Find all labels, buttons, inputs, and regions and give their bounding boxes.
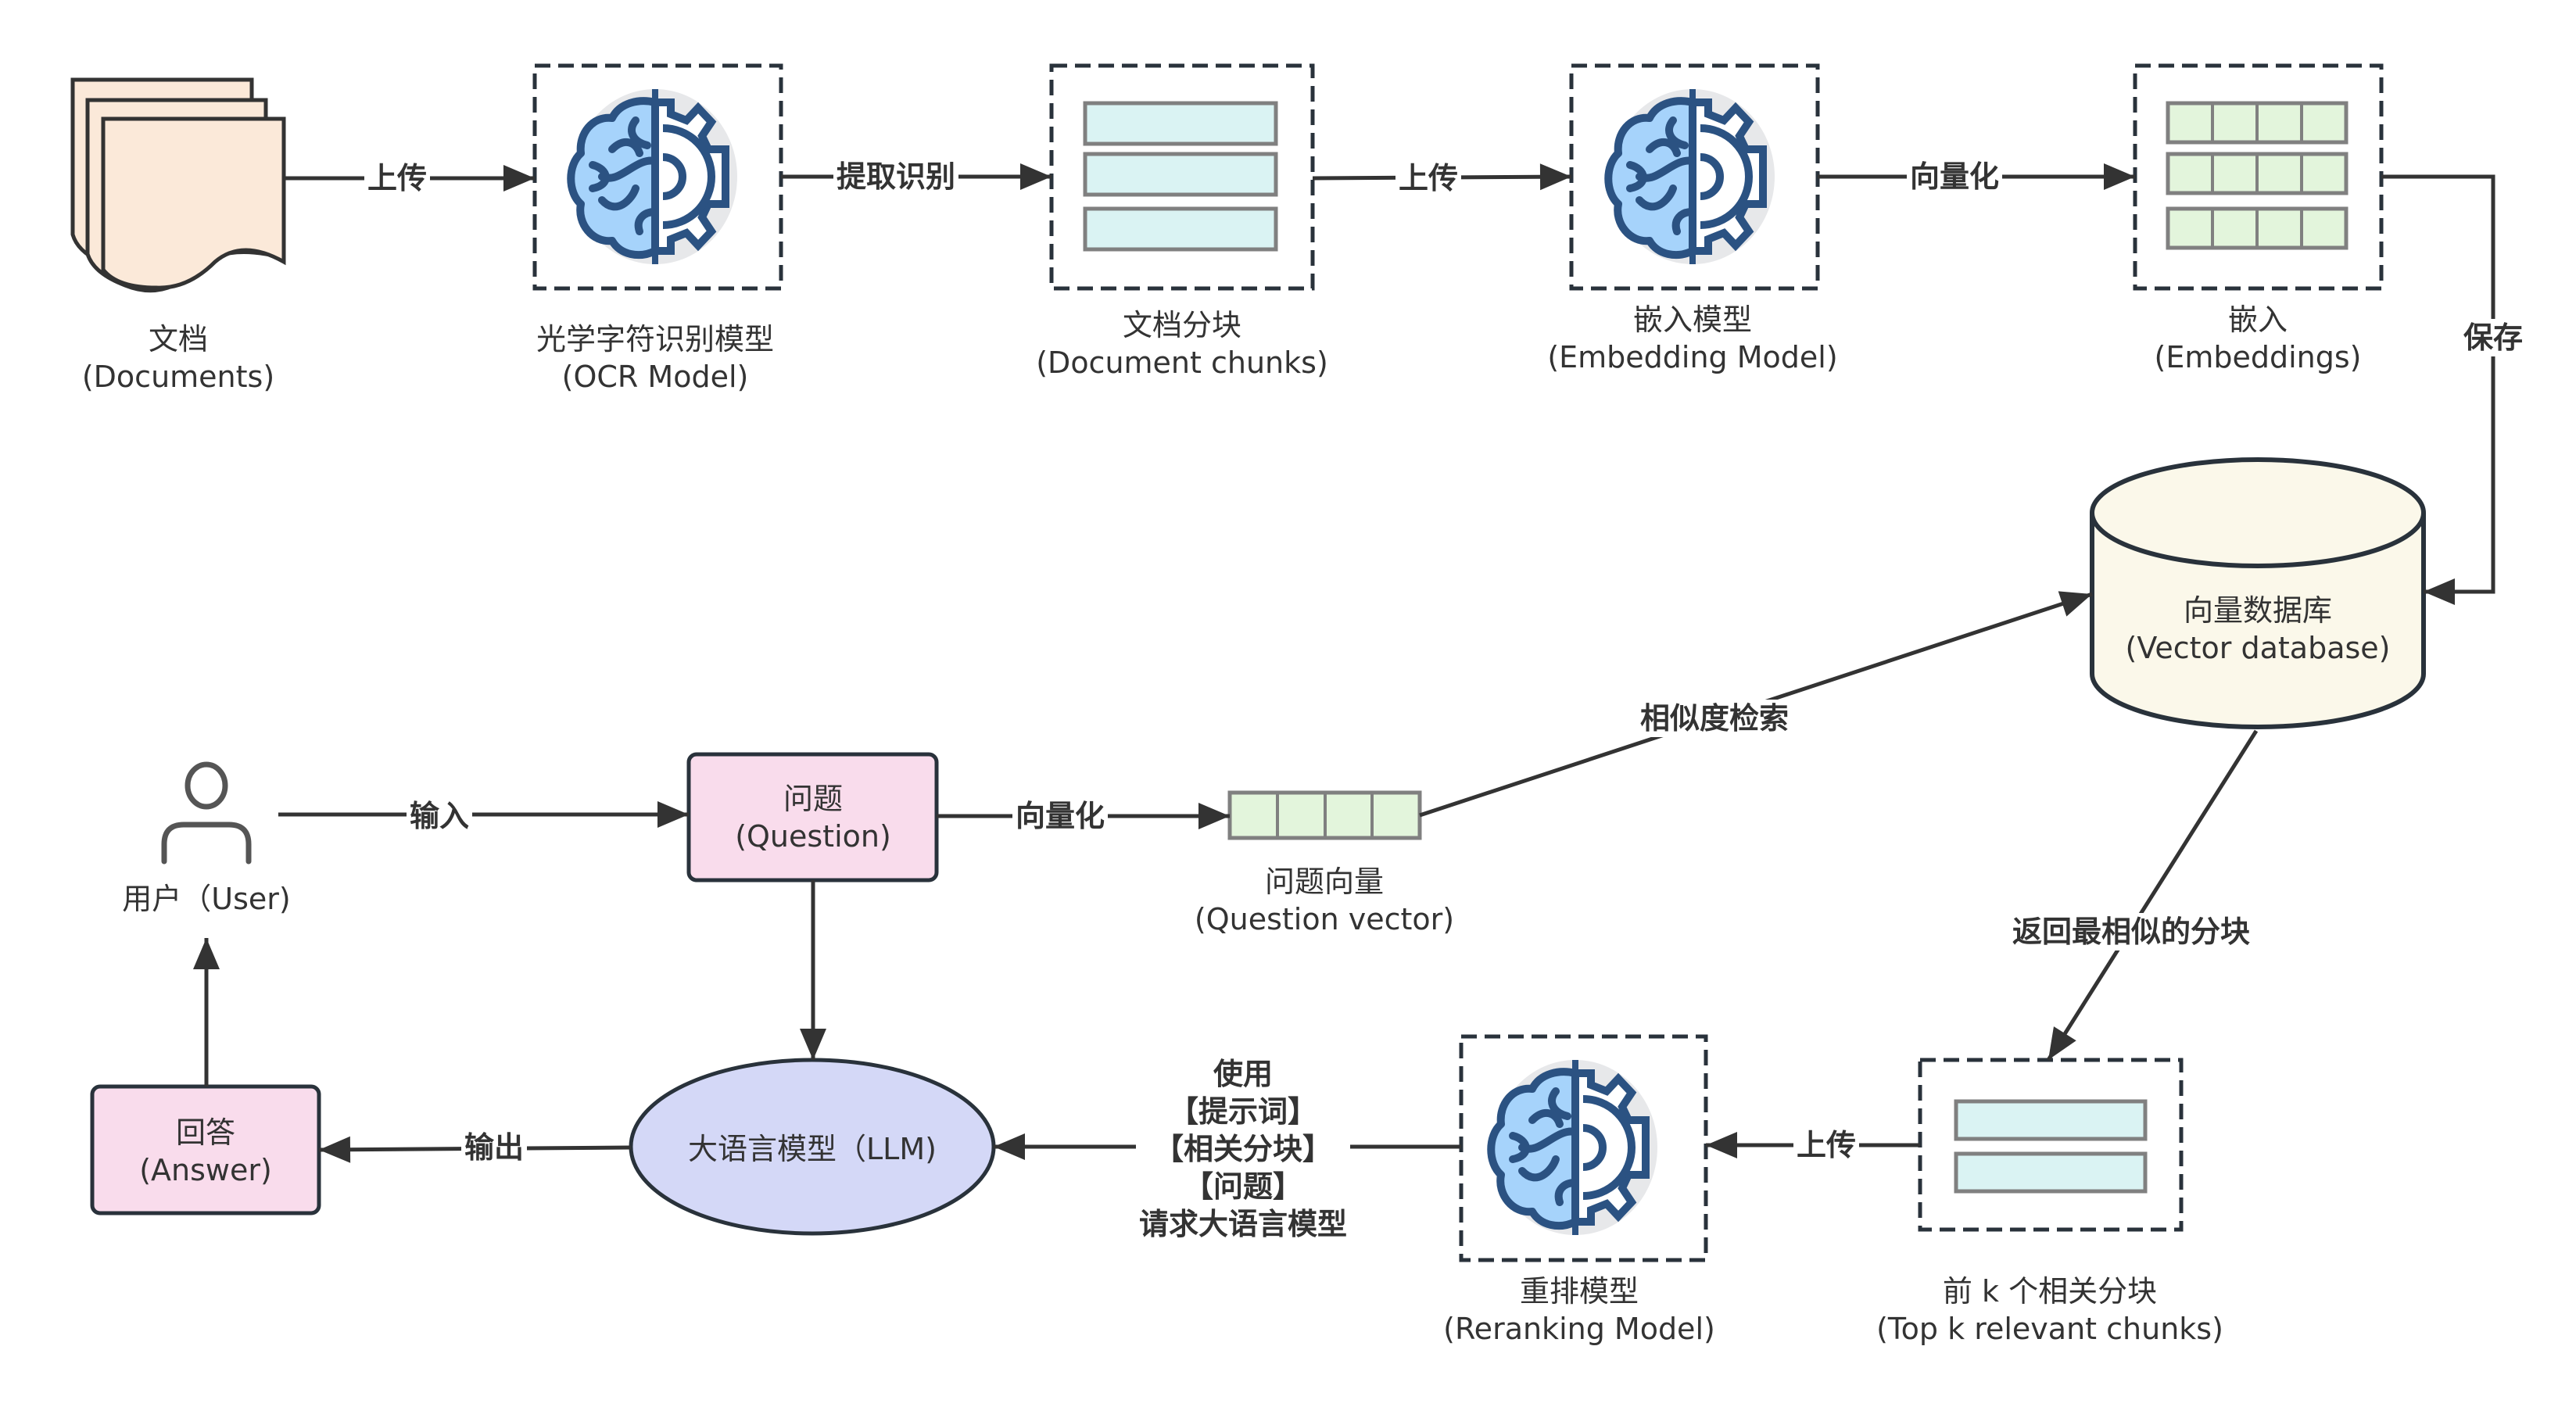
llm-label: 大语言模型（LLM) <box>688 1132 937 1166</box>
top-k-chunks-label: 前 k 个相关分块 (Top k relevant chunks) <box>1876 1273 2223 1348</box>
edge-chunks-to-embedding-arrowhead <box>1539 163 1571 191</box>
answer-label-en: (Answer) <box>139 1153 272 1187</box>
question-vector-label-zh: 问题向量 <box>1264 865 1385 899</box>
vector-database-cylinder[interactable] <box>2090 457 2426 729</box>
documents-label-en: (Documents) <box>81 360 275 394</box>
vector-database-label-zh: 向量数据库 <box>2183 593 2332 628</box>
question-label: 问题 (Question) <box>735 780 891 855</box>
top-k-chunks-label-en: (Top k relevant chunks) <box>1876 1312 2223 1346</box>
edge-embedding-to-embeddings-arrowhead <box>2104 163 2135 190</box>
reranking-model-label-zh: 重排模型 <box>1519 1274 1639 1309</box>
edge-question-to-llm-arrowhead <box>800 1029 826 1060</box>
edge-label-db-to-topk: 返回最相似的分块 <box>2008 913 2254 951</box>
edge-vector-to-db-arrowhead <box>2058 591 2092 617</box>
top-k-chunks-label-zh: 前 k 个相关分块 <box>1942 1274 2158 1309</box>
document-chunks-label-en: (Document chunks) <box>1036 345 1328 380</box>
embeddings-label-zh: 嵌入 <box>2227 303 2288 337</box>
edge-rerank-to-llm-arrowhead <box>994 1133 1025 1160</box>
question-label-en: (Question) <box>735 819 891 854</box>
answer-label: 回答 (Answer) <box>139 1114 272 1189</box>
edge-label-ocr-to-chunks: 提取识别 <box>833 158 959 195</box>
document-chunks-label: 文档分块 (Document chunks) <box>1036 306 1328 381</box>
ocr-model-label: 光学字符识别模型 (OCR Model) <box>536 320 774 396</box>
edge-label-chunks-to-embedding: 上传 <box>1395 159 1462 197</box>
edge-llm-to-answer-arrowhead <box>319 1136 351 1163</box>
edge-user-to-question-arrowhead <box>657 801 689 828</box>
edge-label-docs-to-ocr: 上传 <box>364 159 431 197</box>
chunk-bar <box>1083 206 1278 252</box>
prompt-line-1: 使用 <box>1213 1057 1274 1091</box>
edge-docs-to-ocr-arrowhead <box>503 165 535 192</box>
embeddings-label: 嵌入 (Embeddings) <box>2155 301 2362 376</box>
edge-label-question-to-vector: 向量化 <box>1012 797 1109 835</box>
ocr-model-label-en: (OCR Model) <box>561 360 749 394</box>
chunk-bar <box>1954 1099 2148 1141</box>
documents-label-zh: 文档 <box>148 322 209 356</box>
edge-topk-to-rerank-arrowhead <box>1706 1132 1737 1158</box>
embedding-brain-gear-icon <box>1608 89 1775 264</box>
reranking-model-label: 重排模型 (Reranking Model) <box>1443 1273 1715 1348</box>
embedding-model-label-en: (Embedding Model) <box>1547 340 1838 374</box>
embedding-model-label: 嵌入模型 (Embedding Model) <box>1547 301 1837 376</box>
edge-label-embedding-to-embeddings: 向量化 <box>1906 158 2003 195</box>
edge-embeddings-to-db-arrowhead <box>2424 578 2455 605</box>
embeddings-label-en: (Embeddings) <box>2154 340 2362 374</box>
chunk-bar <box>1083 152 1278 197</box>
vector-database-label: 向量数据库 (Vector database) <box>2126 592 2391 667</box>
chunk-bar <box>1954 1151 2148 1194</box>
edge-embeddings-to-db <box>2381 174 2495 594</box>
edge-label-llm-to-answer: 输出 <box>460 1129 528 1166</box>
documents-icon <box>70 77 286 293</box>
reranking-model-label-en: (Reranking Model) <box>1443 1312 1715 1346</box>
answer-label-zh: 回答 <box>175 1115 236 1150</box>
embedding-vectors <box>2166 101 2348 250</box>
edge-label-embeddings-to-db: 保存 <box>2460 319 2527 356</box>
embedding-model-label-zh: 嵌入模型 <box>1632 303 1753 337</box>
edge-db-to-topk <box>2046 729 2259 1062</box>
ocr-model-label-zh: 光学字符识别模型 <box>536 322 775 356</box>
edge-ocr-to-chunks-arrowhead <box>1020 163 1052 190</box>
chunk-bar <box>1083 101 1278 146</box>
documents-label: 文档 (Documents) <box>82 320 274 396</box>
edge-label-user-to-question: 输入 <box>406 797 473 835</box>
vector-database-label-en: (Vector database) <box>2125 631 2391 665</box>
reranking-brain-gear-icon <box>1491 1060 1657 1235</box>
document-chunks-label-zh: 文档分块 <box>1122 308 1242 342</box>
edge-label-vector-to-db: 相似度检索 <box>1636 700 1793 737</box>
question-vector-label-en: (Question vector) <box>1194 902 1455 936</box>
edge-label-topk-to-rerank: 上传 <box>1793 1126 1860 1164</box>
ocr-brain-gear-icon <box>571 89 737 264</box>
question-label-zh: 问题 <box>783 782 843 816</box>
user-icon <box>161 761 252 865</box>
top-k-chunks-box[interactable] <box>1918 1058 2184 1232</box>
edge-question-to-vector-arrowhead <box>1198 803 1230 829</box>
edge-db-to-topk-arrowhead <box>2048 1026 2076 1060</box>
prompt-line-2: 【提示词】 <box>1168 1094 1318 1129</box>
question-vector <box>1227 790 1422 840</box>
prompt-line-3: 【相关分块】 <box>1153 1132 1333 1166</box>
prompt-line-4: 【问题】 <box>1183 1169 1303 1204</box>
question-vector-label: 问题向量 (Question vector) <box>1195 863 1454 938</box>
prompt-line-5: 请求大语言模型 <box>1138 1207 1348 1241</box>
edge-answer-to-user-arrowhead <box>193 938 220 969</box>
user-label: 用户（User) <box>122 882 291 916</box>
edge-label-rerank-to-llm: 使用 【提示词】 【相关分块】 【问题】 请求大语言模型 <box>1135 1055 1351 1243</box>
